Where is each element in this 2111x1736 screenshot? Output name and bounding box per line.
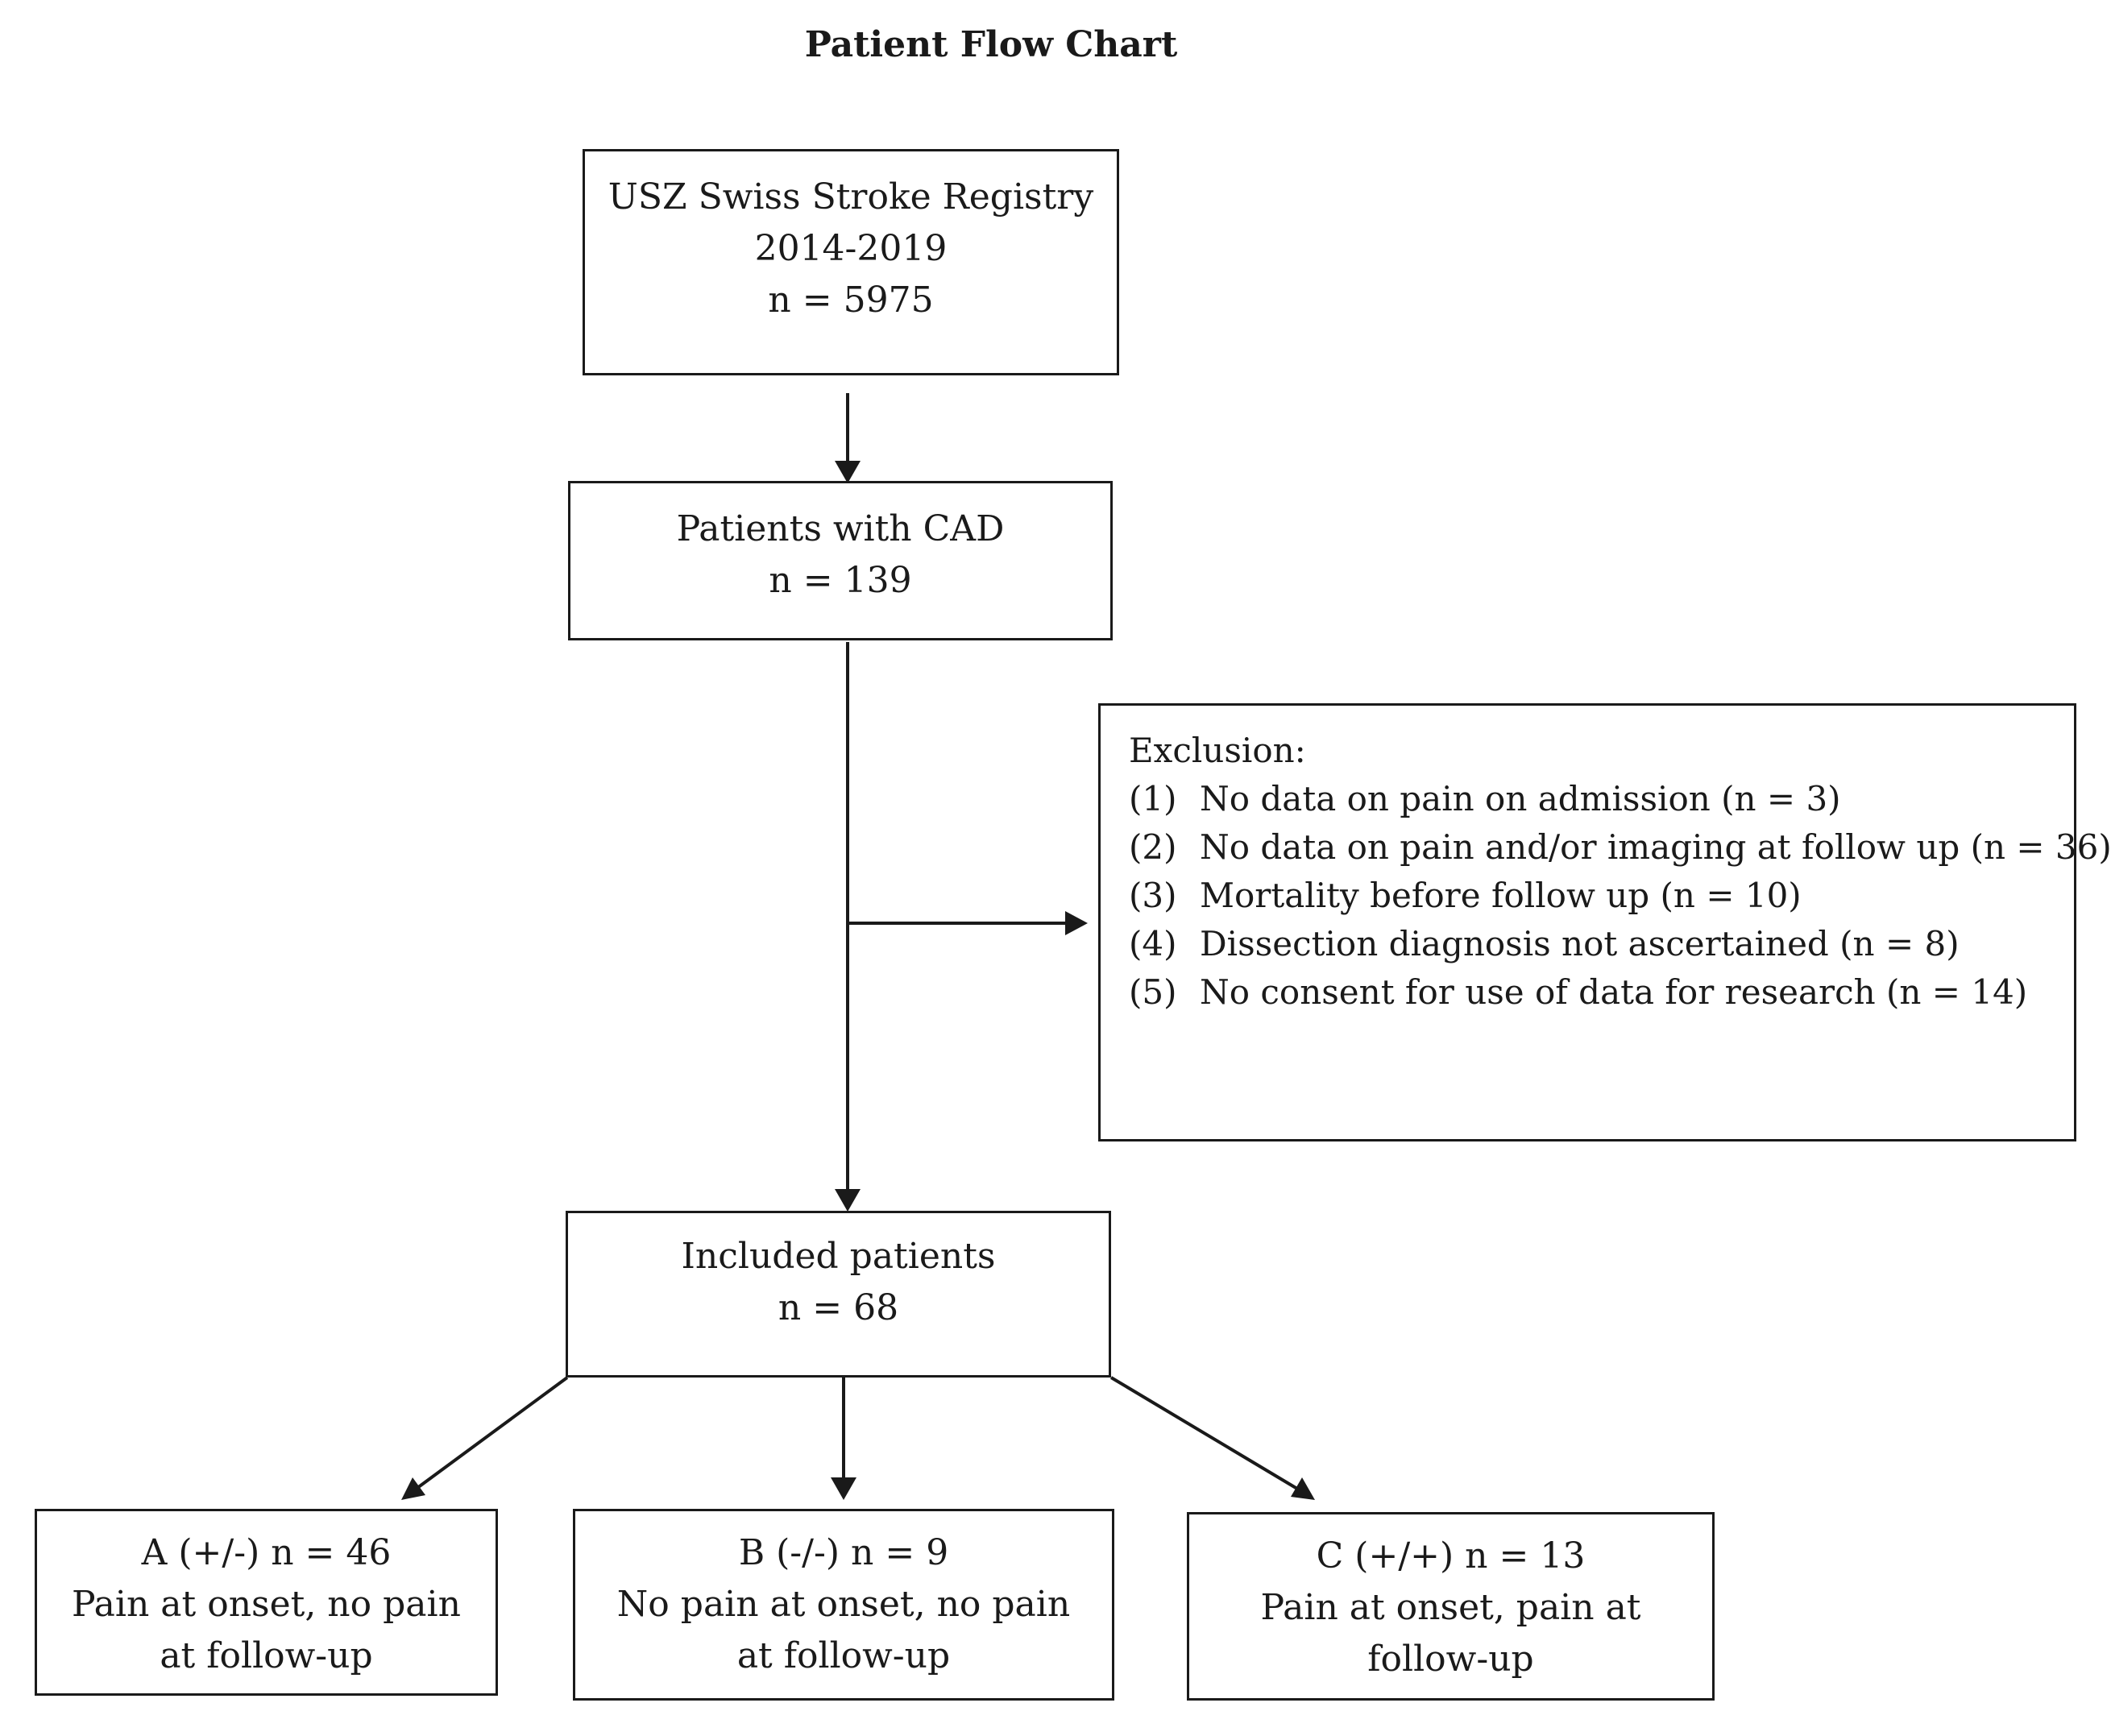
exclusion-item-number: (2) [1129, 827, 1177, 867]
exclusion-item-text: Mortality before follow up (n = 10) [1200, 876, 1802, 915]
cad-box: Patients with CAD n = 139 [568, 481, 1113, 640]
exclusion-item: (1) No data on pain on admission (n = 3) [1129, 775, 2074, 823]
registry-years: 2014-2019 [754, 228, 948, 269]
arrow-included-to-a [416, 1376, 569, 1489]
group-a-header: A (+/-) n = 46 [141, 1532, 392, 1573]
exclusion-heading: Exclusion: [1129, 731, 1306, 770]
exclusion-item-text: Dissection diagnosis not ascertained (n … [1200, 924, 1960, 963]
group-b-box: B (-/-) n = 9 No pain at onset, no pain … [573, 1509, 1114, 1701]
registry-name: USZ Swiss Stroke Registry [608, 176, 1094, 218]
arrowhead-a [401, 1477, 425, 1500]
arrowhead-b [831, 1477, 856, 1500]
exclusion-item: (5) No consent for use of data for resea… [1129, 968, 2074, 1017]
cad-label: Patients with CAD [676, 508, 1005, 549]
group-b-header: B (-/-) n = 9 [738, 1532, 949, 1573]
arrow-included-to-c [1109, 1376, 1299, 1490]
arrowhead-exclusion [1065, 911, 1088, 935]
registry-count: n = 5975 [768, 280, 934, 321]
cad-count: n = 139 [769, 560, 912, 601]
exclusion-item-number: (5) [1129, 972, 1177, 1012]
exclusion-item-number: (1) [1129, 779, 1177, 818]
group-b-description: No pain at onset, no pain at follow-up [616, 1584, 1071, 1676]
exclusion-item-number: (4) [1129, 924, 1177, 963]
exclusion-item-text: No consent for use of data for research … [1200, 972, 2028, 1012]
group-c-header: C (+/+) n = 13 [1316, 1535, 1586, 1576]
included-count: n = 68 [778, 1287, 899, 1328]
included-label: Included patients [681, 1236, 996, 1277]
exclusion-item: (4) Dissection diagnosis not ascertained… [1129, 920, 2074, 968]
exclusion-box: Exclusion: (1) No data on pain on admiss… [1098, 703, 2111, 1141]
arrowhead-included [835, 1189, 861, 1212]
arrowhead-c [1291, 1477, 1315, 1500]
exclusion-item-text: No data on pain on admission (n = 3) [1200, 779, 1841, 818]
group-a-box: A (+/-) n = 46 Pain at onset, no pain at… [35, 1509, 498, 1696]
group-c-description: Pain at onset, pain at follow-up [1260, 1587, 1641, 1680]
exclusion-item-text: No data on pain and/or imaging at follow… [1200, 827, 2111, 867]
chart-title: Patient Flow Chart [804, 24, 1178, 65]
arrowhead-cad [835, 461, 861, 483]
exclusion-item: (3) Mortality before follow up (n = 10) [1129, 872, 2074, 920]
included-box: Included patients n = 68 [566, 1211, 1111, 1378]
group-c-box: C (+/+) n = 13 Pain at onset, pain at fo… [1187, 1512, 1715, 1701]
exclusion-item-number: (3) [1129, 876, 1177, 915]
group-a-description: Pain at onset, no pain at follow-up [72, 1584, 461, 1676]
registry-box: USZ Swiss Stroke Registry 2014-2019 n = … [583, 149, 1119, 375]
exclusion-item: (2) No data on pain and/or imaging at fo… [1129, 823, 2111, 872]
